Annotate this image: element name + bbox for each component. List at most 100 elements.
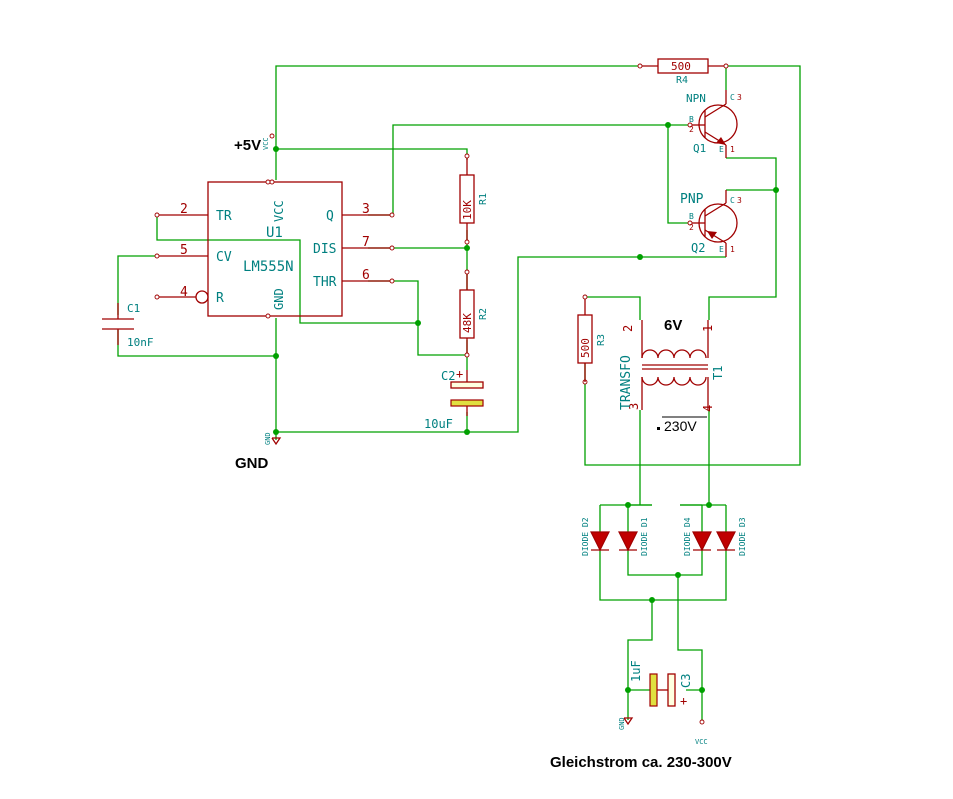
plus5v-label: +5V <box>234 137 261 154</box>
vcc-flag-top: VCC <box>262 137 270 150</box>
r2-value: 48K <box>461 313 474 333</box>
vcc-symbol-c3 <box>699 719 705 725</box>
q1-pin-c: C <box>730 93 735 102</box>
u1-pin-tr: TR <box>216 209 232 224</box>
junction-dot <box>706 502 712 508</box>
v230-label: 230V <box>664 418 697 434</box>
junction-dot <box>273 353 279 359</box>
r1-reference: R1 <box>478 193 489 205</box>
q1-pin-e-number: 1 <box>730 145 735 154</box>
junction-dot <box>415 320 421 326</box>
gnd-flag-main: GND <box>264 432 272 445</box>
u1-pin-thr: THR <box>313 275 337 290</box>
d1-label: DIODE D1 <box>640 517 649 556</box>
u1-reference: U1 <box>266 225 283 241</box>
gnd-symbol-c3 <box>623 717 634 726</box>
u1-pin-r: R <box>216 291 224 306</box>
junction-dot <box>464 429 470 435</box>
c1-reference: C1 <box>127 302 140 315</box>
junction-dot <box>637 254 643 260</box>
d2-label: DIODE D2 <box>581 517 590 556</box>
u1-pin-vcc: VCC <box>272 200 286 222</box>
t1-pin3: 3 <box>627 403 641 410</box>
q2-pin-b-number: 2 <box>689 223 694 232</box>
resistor-r4[interactable]: 500 R4 <box>637 58 729 86</box>
q2-pin-e-number: 1 <box>730 245 735 254</box>
junction-dot <box>625 502 631 508</box>
t1-reference: T1 <box>711 366 725 380</box>
r3-reference: R3 <box>596 334 607 346</box>
vcc-symbol-top <box>269 133 275 139</box>
u1-pin-gnd: GND <box>272 288 286 310</box>
junction-dot <box>649 597 655 603</box>
u1-pin2-number: 2 <box>180 202 188 217</box>
t1-value: TRANSFO <box>619 355 634 410</box>
transistor-q1-npn[interactable]: NPN Q1 B 2 C 3 E 1 <box>686 90 742 158</box>
gnd-flag-c3: GND <box>618 717 626 730</box>
junction-dot <box>273 429 279 435</box>
junction-dot <box>625 687 631 693</box>
junction-dot <box>675 572 681 578</box>
t1-pin2: 2 <box>621 325 635 332</box>
junctions <box>273 122 779 693</box>
power-symbols: VCC GND GND VCC <box>262 133 708 746</box>
capacitor-c1[interactable]: C1 10nF <box>102 302 154 349</box>
resistor-r1[interactable]: 10K R1 <box>459 153 489 245</box>
capacitor-c3[interactable]: 1uF C3 + <box>629 660 693 708</box>
diode-d2[interactable]: DIODE D2 <box>581 517 610 556</box>
junction-dot <box>699 687 705 693</box>
gnd-symbol-main <box>271 437 282 446</box>
u1-pin4-number: 4 <box>180 285 188 300</box>
diode-d4[interactable]: DIODE D4 <box>683 517 712 556</box>
c1-value: 10nF <box>127 336 154 349</box>
vcc-flag-c3: VCC <box>695 738 708 746</box>
t1-pin4: 4 <box>701 405 715 412</box>
u1-pin5-number: 5 <box>180 243 188 258</box>
dc-output-label: Gleichstrom ca. 230-300V <box>550 754 732 771</box>
u1-pin3-number: 3 <box>362 202 370 217</box>
u1-pin6-number: 6 <box>362 268 370 283</box>
r4-value: 500 <box>671 60 691 73</box>
q2-pin-c: C <box>730 196 735 205</box>
r3-value: 500 <box>579 338 592 358</box>
u1-value: LM555N <box>243 259 294 275</box>
capacitor-c2[interactable]: + C2 10uF <box>424 367 484 431</box>
transformer-t1[interactable]: 2 1 3 4 TRANSFO T1 6V 230V <box>619 317 725 434</box>
u1-lm555[interactable]: 2 5 4 3 7 6 TR CV R Q DIS THR VCC GND U1… <box>154 179 395 319</box>
r4-reference: R4 <box>676 75 688 86</box>
q1-reference: Q1 <box>693 142 706 155</box>
q2-pin-c-number: 3 <box>737 196 742 205</box>
c3-reference: C3 <box>679 674 693 688</box>
c3-polarity: + <box>680 694 687 708</box>
d3-label: DIODE D3 <box>738 517 747 556</box>
q2-reference: Q2 <box>691 241 705 255</box>
q1-pin-e: E <box>719 145 724 154</box>
q2-pin-b: B <box>689 212 694 221</box>
r1-value: 10K <box>461 200 474 220</box>
diode-d1[interactable]: DIODE D1 <box>618 517 649 556</box>
c2-value: 10uF <box>424 417 453 431</box>
six-volt-label: 6V <box>664 317 682 334</box>
t1-pin1: 1 <box>701 325 715 332</box>
q2-type: PNP <box>680 192 704 207</box>
diode-d3[interactable]: DIODE D3 <box>716 517 747 556</box>
c2-polarity: + <box>456 367 463 381</box>
q1-pin-c-number: 3 <box>737 93 742 102</box>
junction-dot <box>665 122 671 128</box>
junction-dot <box>773 187 779 193</box>
gnd-label: GND <box>235 455 269 472</box>
q2-pin-e: E <box>719 245 724 254</box>
q1-pin-b: B <box>689 115 694 124</box>
d4-label: DIODE D4 <box>683 517 692 556</box>
q1-pin-b-number: 2 <box>689 125 694 134</box>
q1-type: NPN <box>686 92 706 105</box>
transistor-q2-pnp[interactable]: PNP Q2 B 2 C 3 E 1 <box>680 190 742 257</box>
c2-reference: C2 <box>441 369 455 383</box>
u1-pin-cv: CV <box>216 250 232 265</box>
resistor-r3[interactable]: 500 R3 <box>577 294 607 385</box>
c3-value: 1uF <box>629 660 643 682</box>
wires <box>117 65 801 720</box>
u1-pin-dis: DIS <box>313 242 336 257</box>
resistor-r2[interactable]: 48K R2 <box>459 269 489 358</box>
